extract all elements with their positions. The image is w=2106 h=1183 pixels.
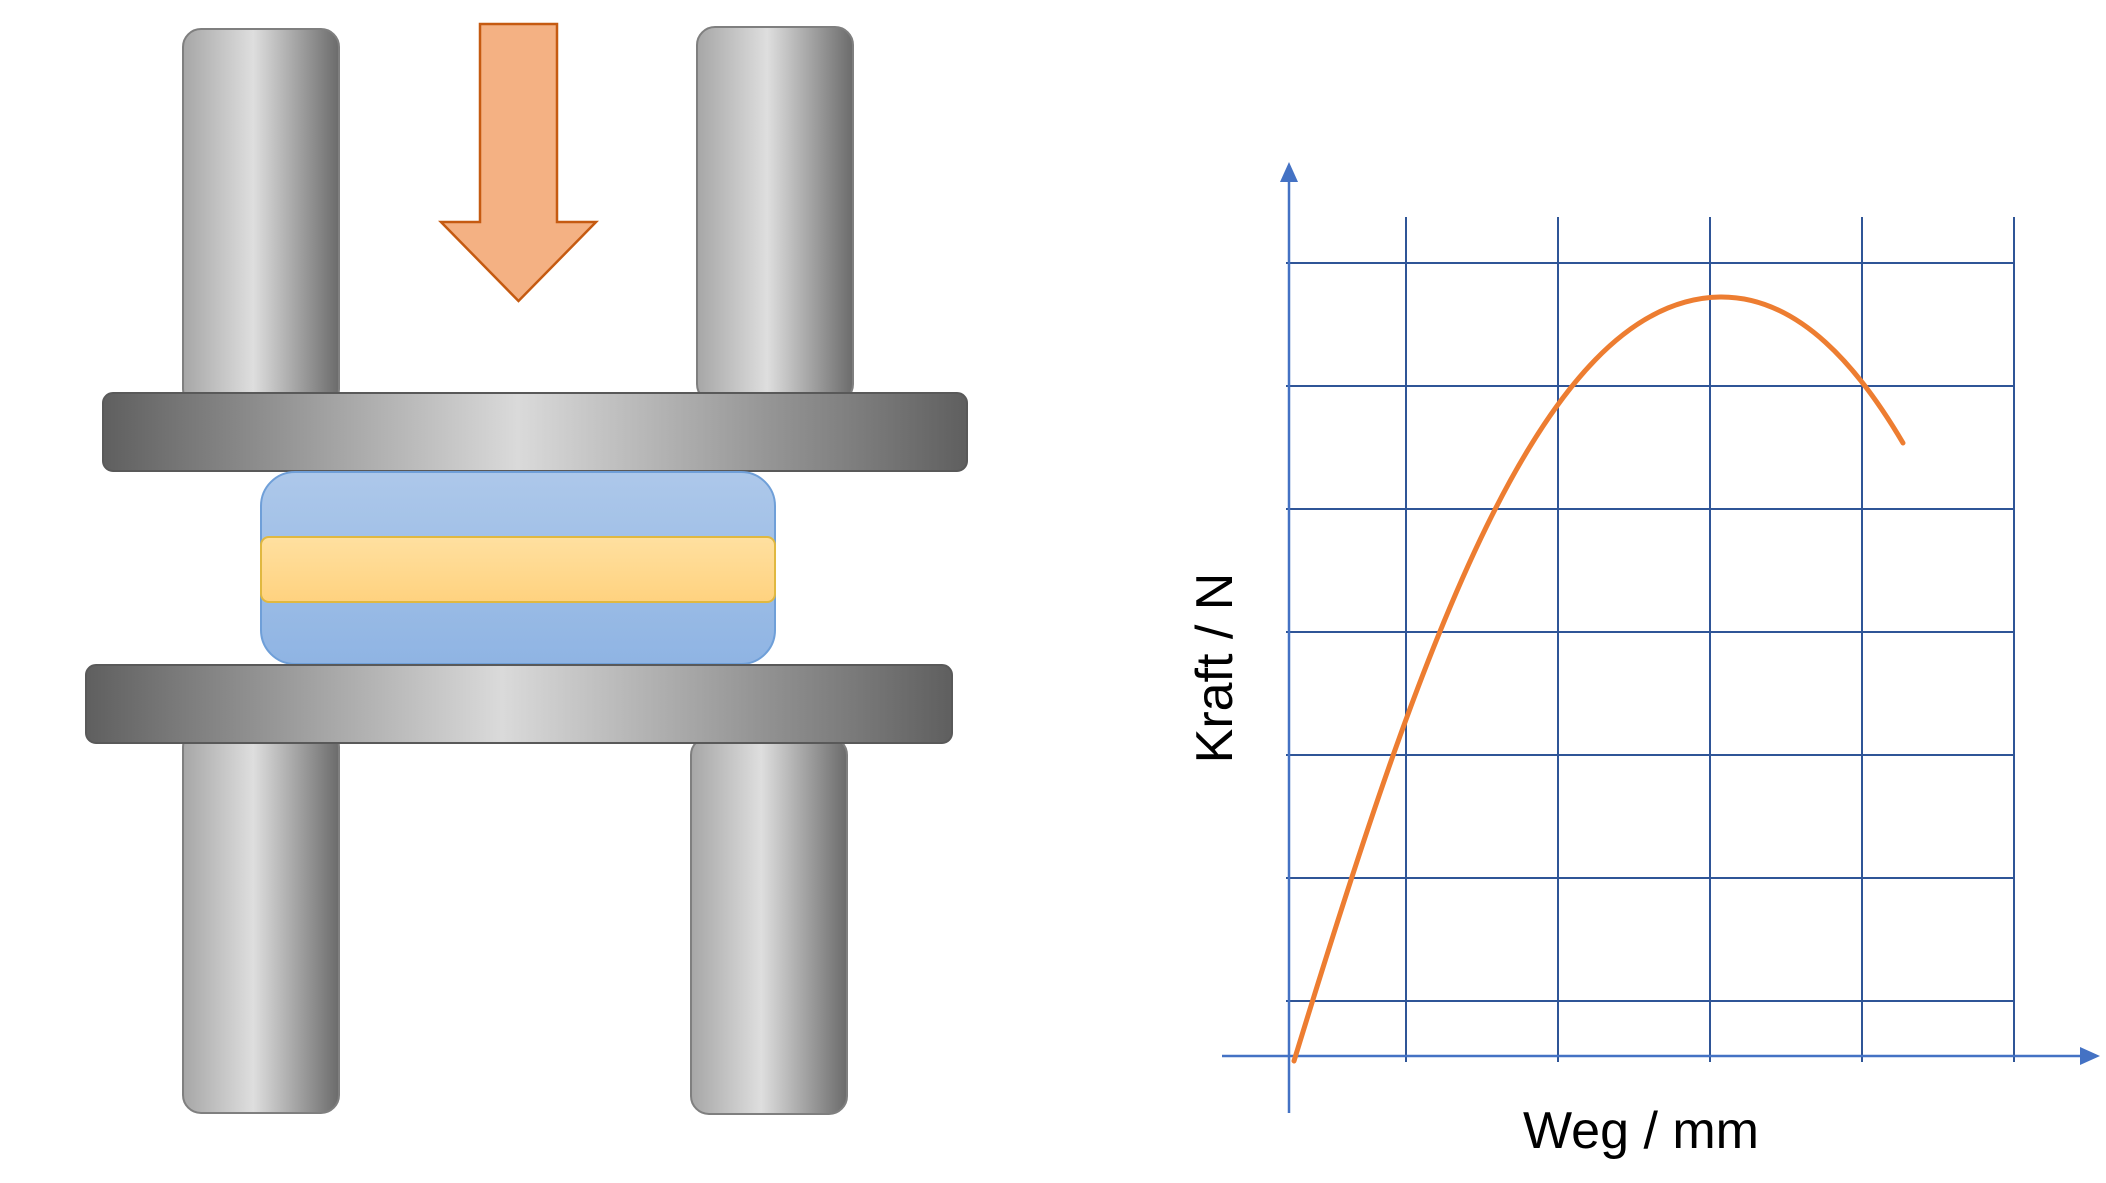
arrow-down-icon (438, 22, 599, 303)
upper-pressure-plate (102, 392, 968, 472)
specimen-core-layer (260, 536, 776, 603)
lower-pressure-plate (85, 664, 953, 744)
x-axis-arrow-icon (2080, 1047, 2100, 1065)
axes (1222, 162, 2100, 1113)
force-displacement-curve (1291, 294, 1906, 1064)
lower-right-column (690, 736, 848, 1115)
press-machine (85, 22, 968, 1115)
y-axis-label: Kraft / N (1186, 573, 1244, 764)
x-axis-label: Weg / mm (1523, 1102, 1759, 1160)
y-axis-arrow-icon (1280, 162, 1298, 182)
force-displacement-graph: Weg / mm Kraft / N (1186, 162, 2100, 1160)
lower-left-column (182, 728, 340, 1114)
upper-right-column (696, 26, 854, 403)
specimen (260, 471, 776, 665)
upper-left-column (182, 28, 340, 408)
grid (1286, 217, 2015, 1062)
